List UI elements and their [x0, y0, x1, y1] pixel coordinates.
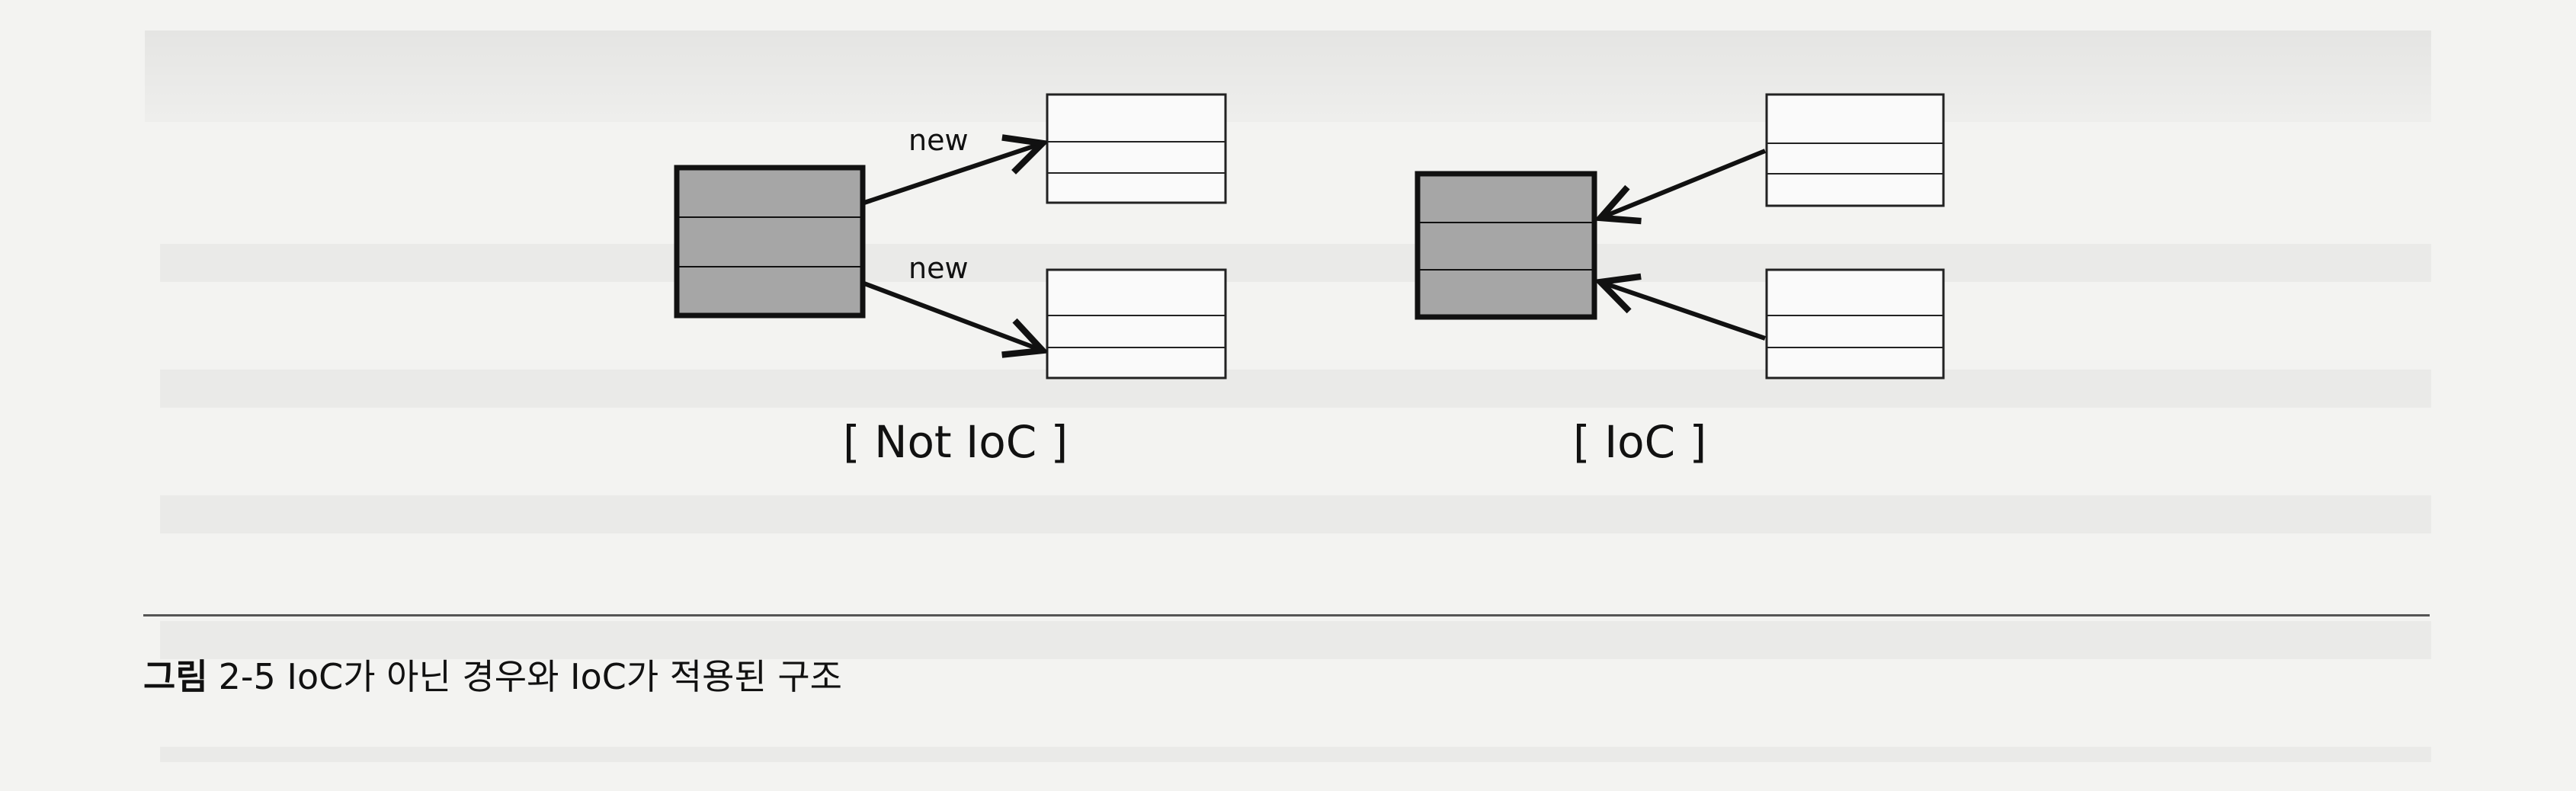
- not-ioc-arrow-new-2: [863, 281, 1043, 351]
- not-ioc-target-object-2: [1046, 268, 1227, 379]
- ioc-provider-object-2: [1765, 268, 1945, 379]
- page-show-through-text: [160, 183, 2431, 762]
- not-ioc-title: [ Not IoC ]: [843, 416, 1069, 468]
- ioc-title: [ IoC ]: [1573, 416, 1707, 468]
- figure-caption-prefix: 그림: [143, 656, 208, 697]
- not-ioc-caller-object: [674, 165, 866, 319]
- caption-divider: [143, 614, 2430, 616]
- figure-caption-text: 2-5 IoC가 아닌 경우와 IoC가 적용된 구조: [218, 656, 843, 697]
- ioc-provider-object-1: [1765, 93, 1945, 207]
- ioc-arrow-injection-1: [1600, 149, 1767, 218]
- ioc-arrow-injection-2: [1600, 282, 1766, 341]
- not-ioc-arrow-new-1: [863, 143, 1043, 205]
- page-show-through-band: [145, 30, 2431, 122]
- ioc-dependent-object: [1415, 171, 1597, 320]
- arrow-label-new-2: new: [908, 251, 969, 285]
- arrow-label-new-1: new: [908, 123, 969, 157]
- not-ioc-target-object-1: [1046, 93, 1227, 204]
